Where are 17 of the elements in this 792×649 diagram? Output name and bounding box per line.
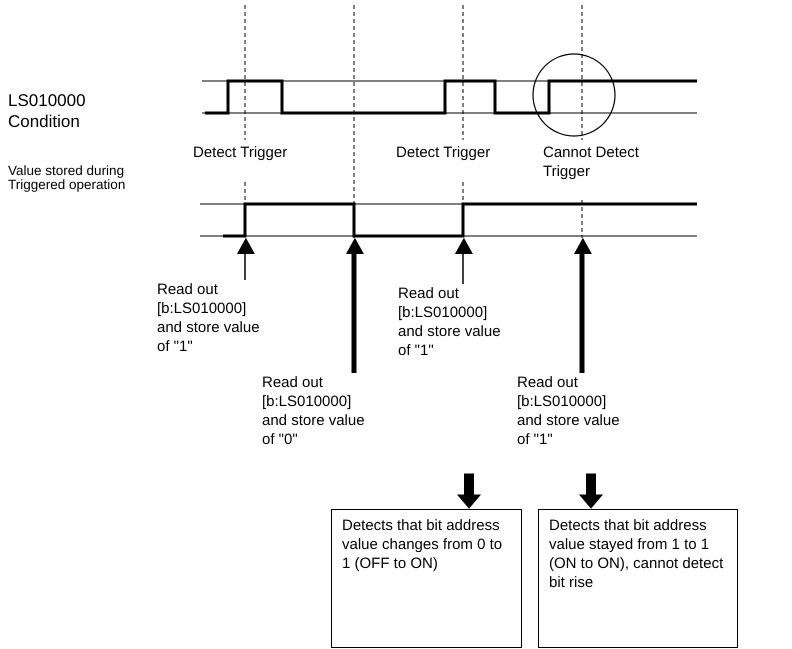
- signal-label: Value stored during Triggered operation: [8, 164, 126, 192]
- result-box: Detects that bit address value stayed from 1 to 1 (ON to ON), cannot detect bit rise: [538, 509, 738, 648]
- leader-arrow: [236, 238, 255, 280]
- leader-arrow: [346, 238, 364, 373]
- block-arrow: [578, 474, 604, 509]
- signal-label: Cannot Detect Trigger: [543, 143, 640, 181]
- signal-label: Detect Trigger: [396, 143, 492, 162]
- read-out-note: Read out [b:LS010000] and store value of "1": [517, 373, 633, 449]
- read-out-note: Read out [b:LS010000] and store value of "0": [262, 373, 378, 449]
- read-out-note: Read out [b:LS010000] and store value of "1": [398, 284, 514, 360]
- block-arrow: [456, 474, 482, 509]
- result-box: Detects that bit address value changes from 0 to 1 (OFF to ON): [331, 509, 522, 648]
- leader-arrow: [574, 238, 592, 373]
- read-out-note: Read out [b:LS010000] and store value of "1": [157, 280, 273, 356]
- signal-label: LS010000 Condition: [8, 90, 87, 132]
- signal-label: Detect Trigger: [193, 143, 288, 162]
- leader-arrow: [454, 238, 473, 284]
